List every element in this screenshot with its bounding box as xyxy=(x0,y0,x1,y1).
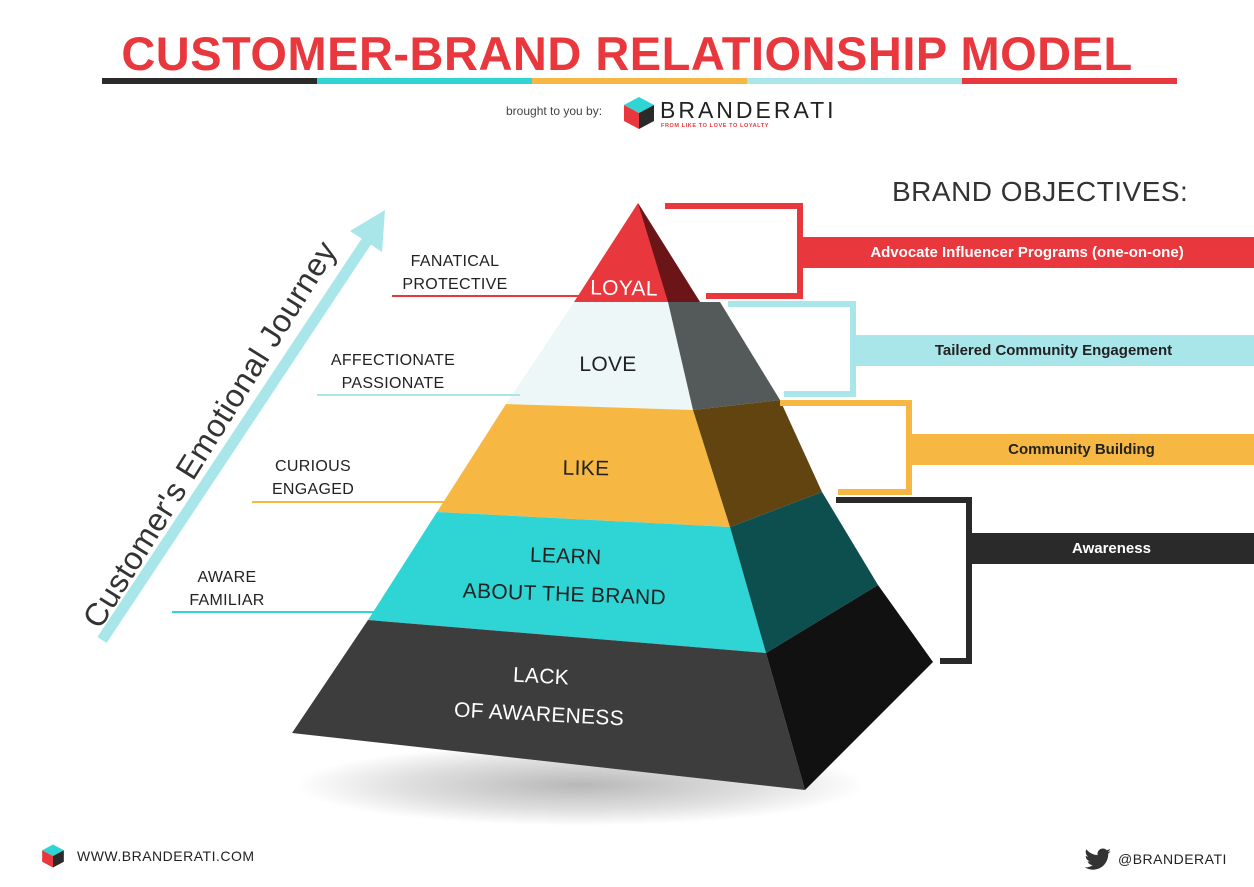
emotion-passionate: PASSIONATE xyxy=(341,375,445,392)
tier-like-side xyxy=(693,400,822,527)
tier-label-loyal: LOYAL xyxy=(589,276,659,301)
tier-loyal-side xyxy=(638,203,700,302)
emotion-affectionate: AFFECTIONATE xyxy=(330,352,456,369)
tier-label-learn: LEARN ABOUT THE BRAND xyxy=(414,537,716,615)
emotion-curious: CURIOUS xyxy=(275,458,351,475)
emotion-label-love: AFFECTIONATE PASSIONATE xyxy=(318,349,468,395)
logo-tagline: FROM LIKE TO LOVE TO LOYALTY xyxy=(661,123,769,129)
tier-learn-front xyxy=(368,512,766,653)
footer-twitter-handle[interactable]: @BRANDERATI xyxy=(1118,851,1227,867)
emotion-label-like: CURIOUS ENGAGED xyxy=(238,455,388,501)
objective-bar-loyal: Advocate Influencer Programs (one-on-one… xyxy=(800,237,1254,268)
tier-lack-side xyxy=(766,585,933,790)
emotion-engaged: ENGAGED xyxy=(271,481,355,498)
tier-label-love: LOVE xyxy=(579,353,637,376)
tier-label-like: LIKE xyxy=(562,456,610,481)
tier-like-front xyxy=(437,404,730,527)
tier-lack-front xyxy=(292,620,805,790)
objective-bar-like: Community Building xyxy=(909,434,1254,465)
logo-wordmark: BRANDERATI xyxy=(660,97,837,123)
emotion-protective: PROTECTIVE xyxy=(402,276,508,293)
footer-cube-icon xyxy=(40,843,66,869)
title-color-rule xyxy=(102,78,1177,84)
tier-love-side xyxy=(668,302,780,410)
tier-love-front xyxy=(506,302,693,410)
emotion-familiar: FAMILIAR xyxy=(189,592,265,609)
cube-logo-icon xyxy=(621,95,657,131)
emotion-aware: AWARE xyxy=(197,569,257,586)
brought-by-label: brought to you by: xyxy=(506,104,603,118)
objective-bar-love: Tailered Community Engagement xyxy=(853,335,1254,366)
objective-bar-learn: Awareness xyxy=(969,533,1254,564)
twitter-bird-icon[interactable] xyxy=(1082,848,1112,870)
footer-website-link[interactable]: WWW.BRANDERATI.COM xyxy=(77,848,255,864)
tier-learn-side xyxy=(730,492,878,653)
page-title: CUSTOMER-BRAND RELATIONSHIP MODEL xyxy=(121,27,1133,80)
objectives-heading: BRAND OBJECTIVES: xyxy=(892,176,1189,207)
emotion-label-loyal: FANATICAL PROTECTIVE xyxy=(380,250,530,296)
journey-arrow xyxy=(97,210,385,644)
emotion-label-learn: AWARE FAMILIAR xyxy=(152,566,302,612)
emotion-fanatical: FANATICAL xyxy=(410,253,500,270)
